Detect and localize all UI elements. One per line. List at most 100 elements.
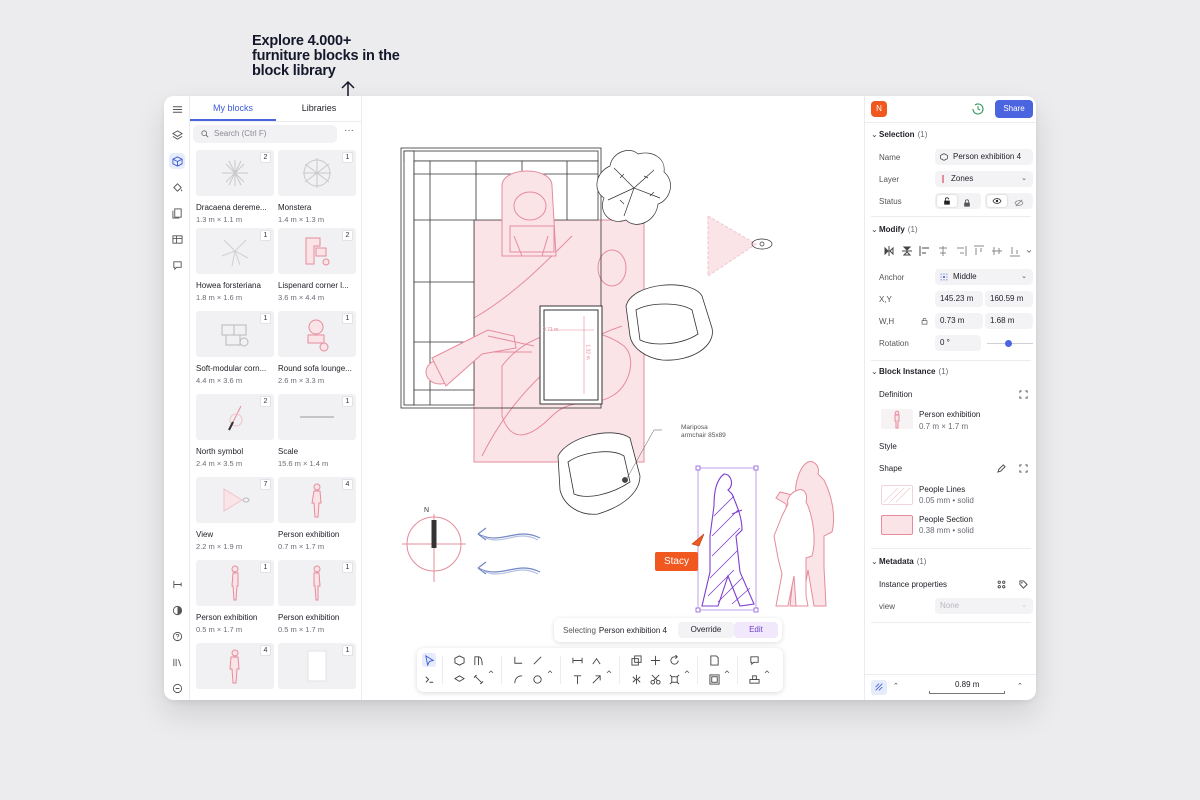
flip-horizontal-icon[interactable] (883, 245, 895, 257)
y-input[interactable]: 160.59 m (985, 291, 1033, 307)
align-center-icon[interactable] (937, 245, 949, 257)
stamp-tool-icon[interactable] (747, 672, 761, 686)
chevron-up-icon[interactable] (723, 664, 731, 678)
help-icon[interactable] (169, 628, 185, 644)
aspect-lock-icon[interactable] (921, 317, 928, 325)
align-bottom-icon[interactable] (1009, 245, 1021, 257)
library-icon[interactable] (169, 654, 185, 670)
align-right-icon[interactable] (955, 245, 967, 257)
drawing-canvas[interactable]: 0.71 m 1.32 m Mariposa armchair 85x89 N … (362, 96, 864, 700)
share-button[interactable]: Share (995, 100, 1033, 118)
eye-off-icon[interactable] (1014, 197, 1024, 209)
terminal-tool-icon[interactable] (422, 672, 436, 686)
move-tool-icon[interactable] (648, 653, 662, 667)
chevron-up-icon[interactable]: ⌃ (893, 683, 899, 690)
expand-icon[interactable] (1019, 390, 1028, 399)
block-card[interactable]: 7 View 2.2 m × 1.9 m (196, 477, 274, 551)
align-top-icon[interactable] (973, 245, 985, 257)
circle-tool-icon[interactable] (530, 672, 544, 686)
copy-tool-icon[interactable] (629, 653, 643, 667)
layer-select[interactable]: Zones ⌄ (935, 171, 1033, 187)
block-card[interactable]: 2 Dracaena dereme... 1.3 m × 1.1 m (196, 150, 274, 224)
chevron-up-icon[interactable] (605, 664, 613, 678)
page-tool-icon[interactable] (707, 653, 721, 667)
x-input[interactable]: 145.23 m (935, 291, 983, 307)
section-block-instance[interactable]: ⌄Block Instance(1) (871, 367, 949, 376)
section-metadata[interactable]: ⌄Metadata(1) (871, 557, 927, 566)
annotate-tool-icon[interactable] (589, 653, 603, 667)
layers-tool-icon[interactable] (452, 672, 466, 686)
rotate-tool-icon[interactable] (667, 653, 681, 667)
block-card[interactable]: 1 (278, 643, 356, 689)
section-selection[interactable]: ⌄Selection(1) (871, 130, 928, 139)
rotation-slider-thumb[interactable] (1005, 340, 1012, 347)
comment-icon[interactable] (169, 257, 185, 273)
section-modify[interactable]: ⌄Modify(1) (871, 225, 918, 234)
measure-tool-icon[interactable] (471, 672, 485, 686)
shape-swatch-section[interactable] (881, 515, 913, 535)
block-card[interactable]: 1 Monstera 1.4 m × 1.3 m (278, 150, 356, 224)
edit-button[interactable]: Edit (734, 622, 778, 638)
door-tool-icon[interactable] (471, 653, 485, 667)
line-tool-icon[interactable] (530, 653, 544, 667)
anchor-select[interactable]: Middle ⌄ (935, 269, 1033, 285)
override-button[interactable]: Override (678, 622, 734, 638)
flip-vertical-icon[interactable] (901, 245, 913, 257)
arc-tool-icon[interactable] (511, 672, 525, 686)
arrow-tool-icon[interactable] (589, 672, 603, 686)
align-left-icon[interactable] (919, 245, 931, 257)
height-input[interactable]: 1.68 m (985, 313, 1033, 329)
dimension-icon[interactable] (169, 576, 185, 592)
block-card[interactable]: 1 Soft-modular corn... 4.4 m × 3.6 m (196, 311, 274, 385)
block-card[interactable]: 4 Person exhibition 0.7 m × 1.7 m (278, 477, 356, 551)
rotation-input[interactable]: 0 ° (935, 335, 981, 351)
contrast-icon[interactable] (169, 602, 185, 618)
chevron-up-icon[interactable] (487, 664, 495, 678)
history-icon[interactable] (971, 102, 985, 116)
block-card[interactable]: 1 Person exhibition 0.5 m × 1.7 m (196, 560, 274, 634)
layers-icon[interactable] (169, 127, 185, 143)
tab-my-blocks[interactable]: My blocks (190, 96, 276, 121)
tab-libraries[interactable]: Libraries (301, 103, 337, 113)
lock-icon[interactable] (963, 197, 971, 209)
blocks-icon[interactable] (169, 153, 185, 169)
menu-icon[interactable] (169, 101, 185, 117)
select-tool-icon[interactable] (422, 653, 436, 667)
avatar[interactable]: N (871, 101, 887, 117)
block-card[interactable]: 4 (196, 643, 274, 689)
dimension-tool-icon[interactable] (570, 653, 584, 667)
shape-swatch-lines[interactable] (881, 485, 913, 505)
search-input[interactable]: Search (Ctrl F) (193, 125, 337, 143)
block-card[interactable]: 1 Round sofa lounge... 2.6 m × 3.3 m (278, 311, 356, 385)
chevron-up-icon[interactable] (763, 664, 771, 678)
chevron-up-icon[interactable] (683, 664, 691, 678)
paint-bucket-icon[interactable] (169, 179, 185, 195)
expand-icon[interactable] (1019, 464, 1028, 473)
view-select[interactable]: None ⌄ (935, 598, 1033, 614)
pencil-icon[interactable] (997, 464, 1006, 473)
block-tool-icon[interactable] (452, 653, 466, 667)
name-field[interactable]: Person exhibition 4 (935, 149, 1033, 165)
snap-icon[interactable] (871, 680, 887, 695)
comment-tool-icon[interactable] (747, 653, 761, 667)
block-card[interactable]: 1 Howea forsteriana 1.8 m × 1.6 m (196, 228, 274, 302)
mirror-tool-icon[interactable] (629, 672, 643, 686)
explode-tool-icon[interactable] (667, 672, 681, 686)
block-card[interactable]: 1 Scale 15.6 m × 1.4 m (278, 394, 356, 468)
tag-icon[interactable] (1019, 580, 1028, 589)
block-card[interactable]: 1 Person exhibition 0.5 m × 1.7 m (278, 560, 356, 634)
polyline-tool-icon[interactable] (511, 653, 525, 667)
chat-icon[interactable] (169, 680, 185, 696)
table-icon[interactable] (169, 231, 185, 247)
eye-icon[interactable] (987, 195, 1007, 207)
frame-tool-icon[interactable] (707, 672, 721, 686)
scissors-icon[interactable] (648, 672, 662, 686)
grid-dots-icon[interactable] (997, 580, 1006, 589)
more-options-icon[interactable]: ··· (344, 125, 354, 136)
unlock-icon[interactable] (937, 195, 957, 207)
definition-thumbnail[interactable] (881, 409, 913, 429)
pages-icon[interactable] (169, 205, 185, 221)
block-card[interactable]: 2 North symbol 2.4 m × 3.5 m (196, 394, 274, 468)
chevron-down-icon[interactable] (1025, 245, 1033, 257)
block-card[interactable]: 2 Lispenard corner l... 3.6 m × 4.4 m (278, 228, 356, 302)
